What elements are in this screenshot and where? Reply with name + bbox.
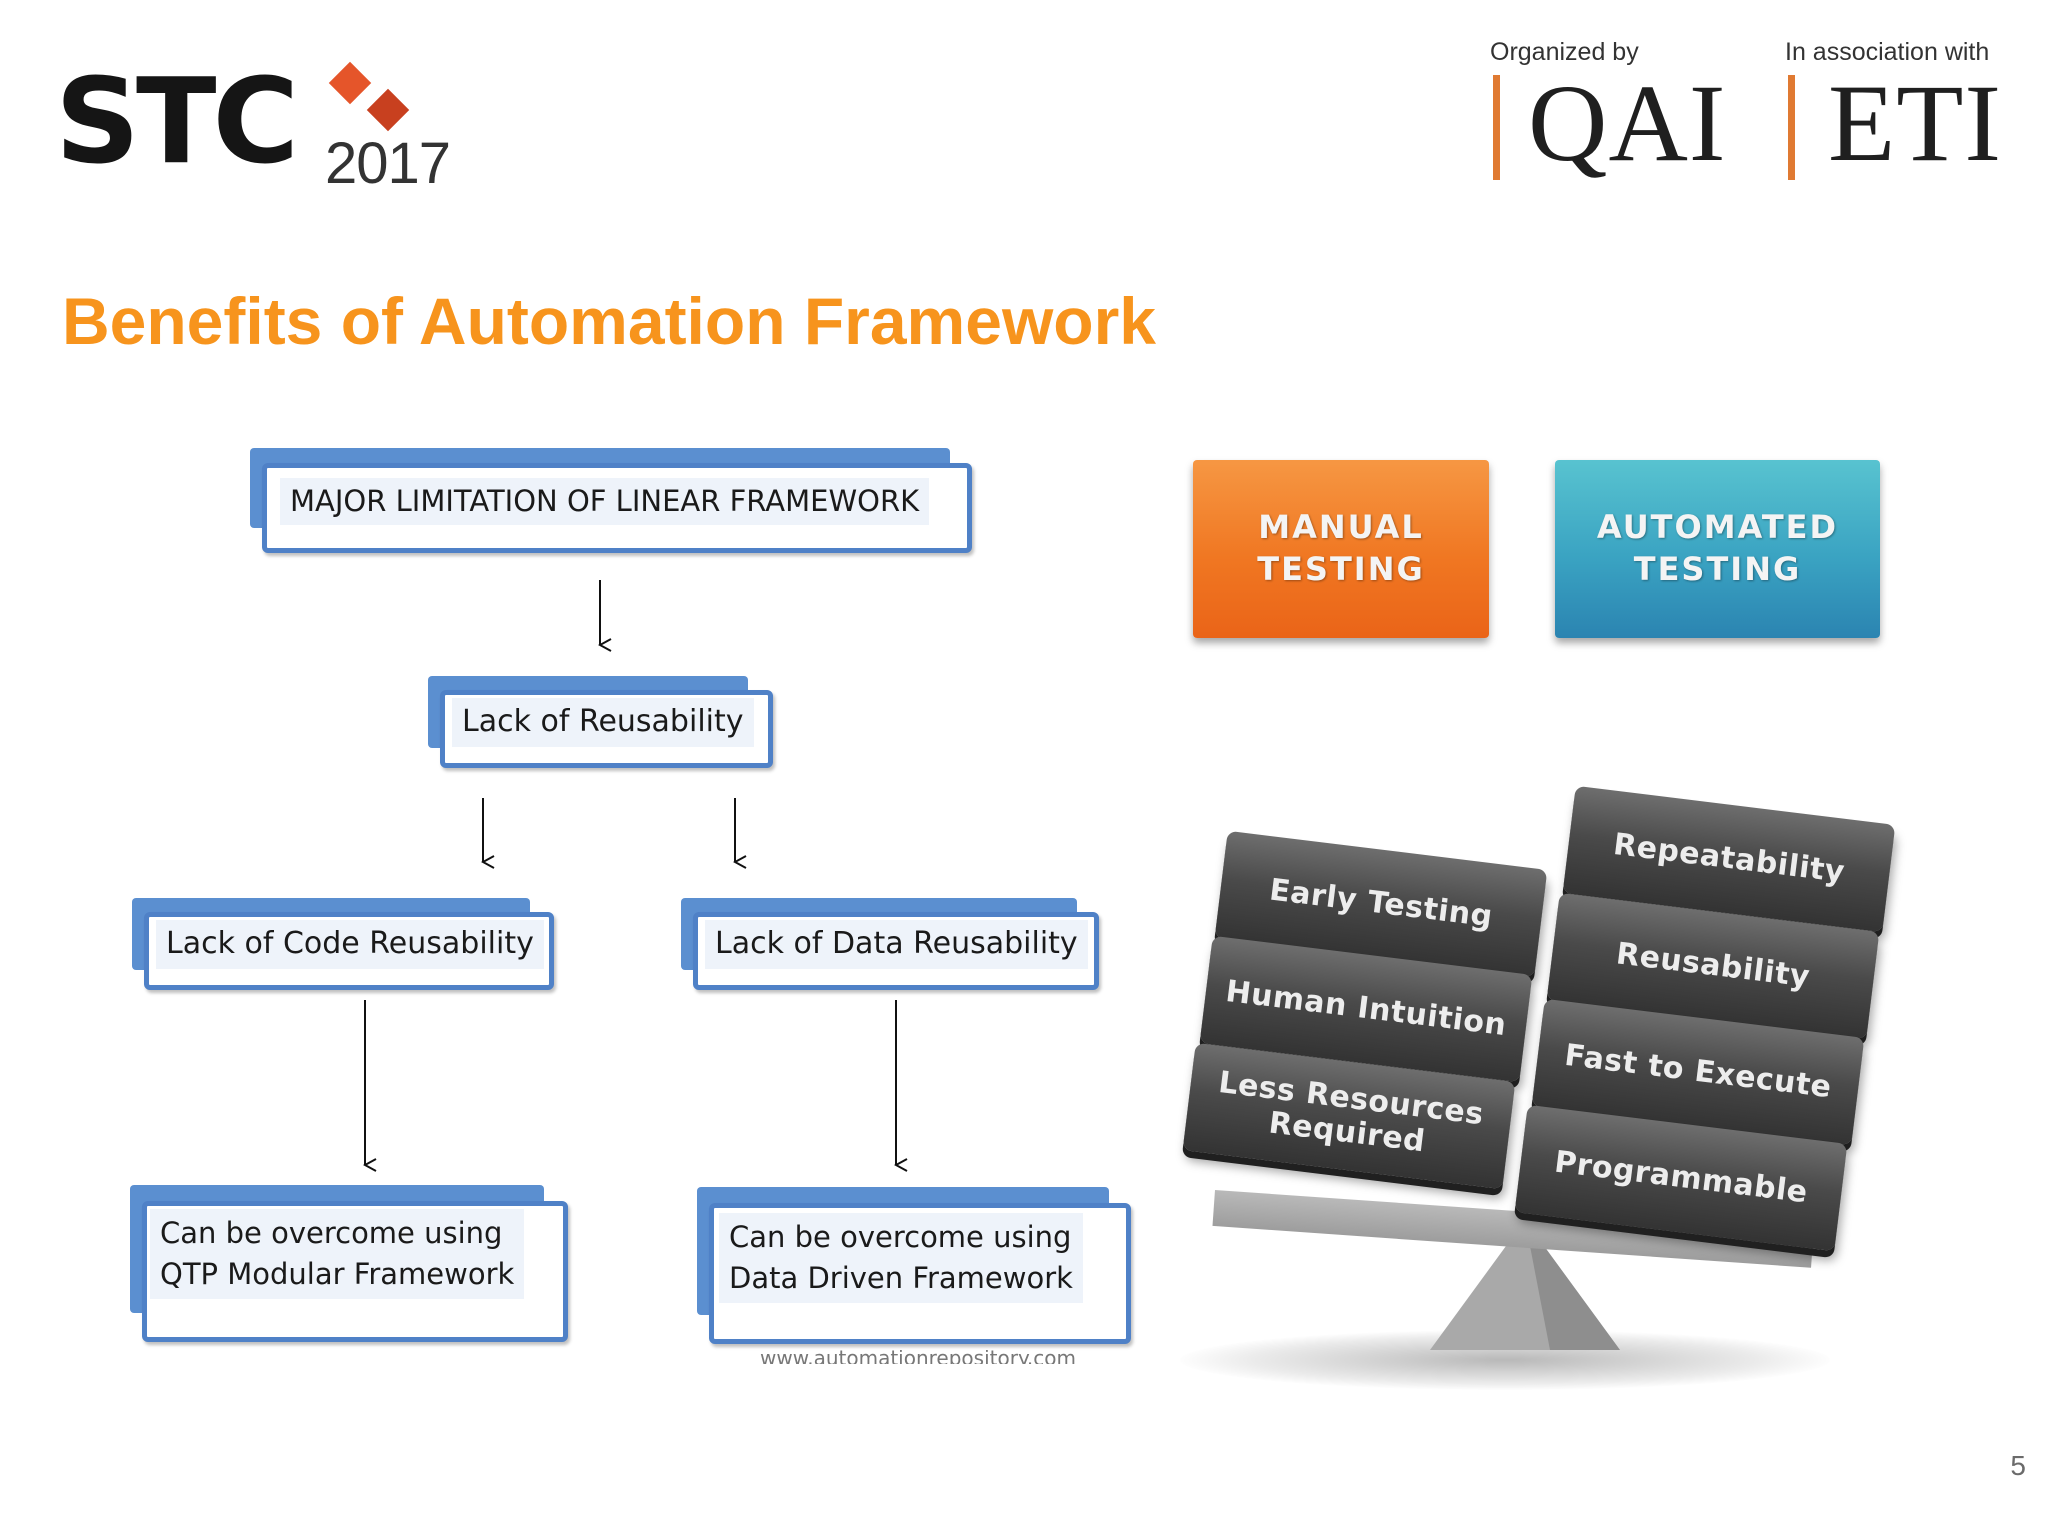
flow-box-lack-of-reusability: Lack of Reusability [428, 676, 773, 768]
logo-year: 2017 [325, 131, 451, 196]
flow-box-line: QTP Modular Framework [160, 1257, 515, 1292]
association-divider [1788, 75, 1795, 180]
tile-manual-line: TESTING [1257, 550, 1425, 588]
organizer-logo-qai: QAI [1528, 62, 1727, 184]
organizer-divider [1493, 75, 1500, 180]
flow-box-code-reusability: Lack of Code Reusability [132, 898, 554, 990]
organizer-label: Organized by [1490, 38, 1639, 66]
flow-box-data-driven-framework: Can be overcome using Data Driven Framew… [697, 1187, 1131, 1344]
stc-2017-logo: STC 2017 [55, 52, 515, 196]
flow-box-label: Can be overcome using Data Driven Framew… [719, 1213, 1083, 1304]
logo-stc-text: STC [55, 52, 299, 190]
flow-box-label: Lack of Code Reusability [156, 920, 544, 969]
watermark-url: www.automationrepository.com [760, 1350, 1077, 1364]
tile-manual-line: MANUAL [1258, 508, 1424, 547]
association-logo-eti: ETI [1828, 62, 2003, 184]
tile-automated-line: AUTOMATED [1596, 508, 1839, 547]
flow-box-major-limitation: MAJOR LIMITATION OF LINEAR FRAMEWORK [250, 448, 972, 554]
slide-title: Benefits of Automation Framework [62, 284, 1156, 358]
scale-fulcrum [1430, 1220, 1620, 1350]
tile-automated-line: TESTING [1633, 550, 1802, 588]
association-label: In association with [1785, 38, 1990, 66]
watermark-clip: www.automationrepository.com [760, 1350, 1140, 1364]
flow-box-data-reusability: Lack of Data Reusability [681, 898, 1099, 990]
flow-box-line: Can be overcome using [160, 1216, 503, 1250]
page-number: 5 [2010, 1450, 2026, 1481]
flow-box-line: Can be overcome using [729, 1220, 1072, 1254]
flow-box-label: Can be overcome using QTP Modular Framew… [150, 1209, 525, 1300]
flow-box-label: Lack of Reusability [452, 698, 754, 747]
flow-box-label: MAJOR LIMITATION OF LINEAR FRAMEWORK [280, 478, 930, 526]
tile-automated-testing: AUTOMATED TESTING [1555, 460, 1880, 638]
flow-box-line: Data Driven Framework [729, 1261, 1073, 1296]
flow-box-modular-framework: Can be overcome using QTP Modular Framew… [130, 1185, 568, 1342]
tile-manual-testing: MANUAL TESTING [1193, 460, 1489, 638]
flow-box-label: Lack of Data Reusability [705, 920, 1088, 969]
